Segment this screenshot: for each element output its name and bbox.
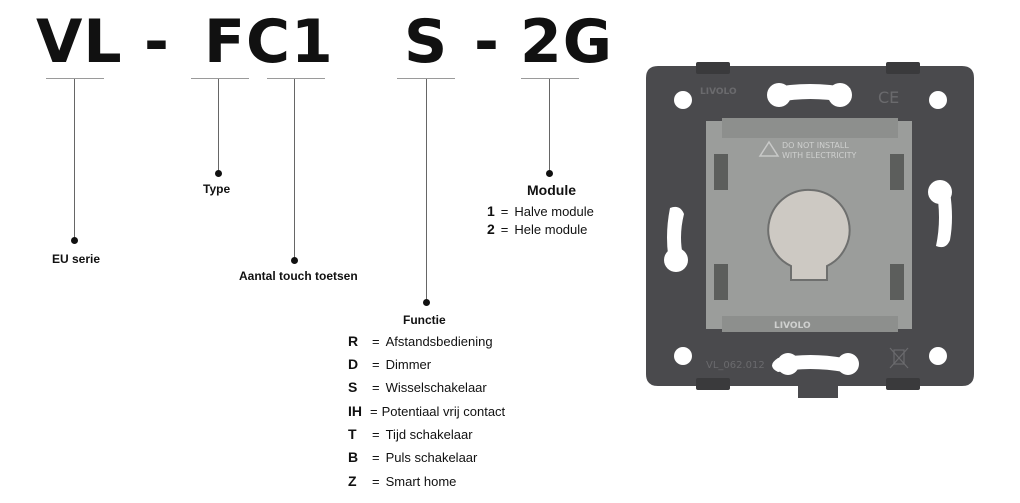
module-option-key: 1 [487,203,495,219]
latch-left-bottom [714,264,728,300]
latch-right-bottom [890,264,904,300]
function-option-value: Dimmer [385,356,432,372]
warning-line-2: WITH ELECTRICITY [782,151,857,160]
slot-top-hole-2 [828,83,852,107]
function-option-r: R = Afstandsbediening [348,332,493,350]
leader-dot-fc [215,170,222,177]
leader-fc [218,79,219,174]
code-segment-s: S [404,7,449,77]
leader-dot-vl [71,237,78,244]
function-option-value: Potentiaal vrij contact [381,403,506,419]
function-option-b: B = Puls schakelaar [348,448,477,466]
module-bottom-tab [722,316,898,332]
function-option-eq: = [372,473,380,489]
module-option-2: 2 = Hele module [487,220,587,238]
module-option-eq: = [500,203,509,219]
function-option-value: Smart home [385,473,457,489]
function-option-t: T = Tijd schakelaar [348,425,473,443]
function-option-key: S [348,379,358,395]
slot-top-hole-1 [767,83,791,107]
underline-fc [191,78,249,79]
underline-vl [46,78,104,79]
leader-vl [74,79,75,241]
underline-s [397,78,455,79]
slot-bottom-hole-1 [777,353,799,375]
code-dash-1: - [144,7,170,77]
code-segment-fc1: FC1 [204,7,334,77]
slot-right-hole [928,180,952,204]
module-option-key: 2 [487,221,495,237]
leader-2g [549,79,550,174]
model-text: VL_062.012 [706,360,765,371]
latch-right-top [890,154,904,190]
leader-dot-s [423,299,430,306]
module-option-1: 1 = Halve module [487,202,594,220]
label-touch-count: Aantal touch toetsen [239,269,358,283]
function-option-eq: = [372,426,380,442]
function-option-eq: = [372,449,380,465]
module-top-tab [722,118,898,138]
switch-module-image: LIVOLO CE DO NOT INSTALL WITH ELECTRICIT… [646,62,974,398]
brand-bottom-text: LIVOLO [774,321,811,331]
clip-top-right [886,62,920,74]
hole-bottom-left [674,347,692,365]
leader-dot-1 [291,257,298,264]
hole-top-left [674,91,692,109]
clip-bottom-right [886,378,920,390]
brand-top-text: LIVOLO [700,87,737,97]
function-option-eq: = [372,356,380,372]
slot-left-hole [664,248,688,272]
function-option-value: Tijd schakelaar [385,426,473,442]
warning-icon [758,140,780,157]
clip-bottom-left [696,378,730,390]
slot-bottom-hole-2 [837,353,859,375]
function-option-s: S = Wisselschakelaar [348,378,487,396]
warning-line-1: DO NOT INSTALL [782,141,849,150]
underline-1 [267,78,325,79]
function-option-eq: = [372,379,380,395]
code-segment-vl: VL [36,7,123,77]
latch-left-top [714,154,728,190]
function-option-key: Z [348,473,357,489]
module-option-value: Halve module [514,203,594,219]
hole-bottom-right [929,347,947,365]
clip-top-left [696,62,730,74]
function-option-z: Z = Smart home [348,472,456,490]
function-option-eq: = [370,403,378,419]
code-dash-2: - [474,7,500,77]
function-option-value: Afstandsbediening [385,333,493,349]
function-option-value: Wisselschakelaar [385,379,487,395]
function-option-eq: = [372,333,380,349]
module-option-eq: = [500,221,509,237]
module-option-value: Hele module [514,221,588,237]
underline-2g [521,78,579,79]
leader-dot-2g [546,170,553,177]
leader-1 [294,79,295,261]
function-option-key: B [348,449,359,465]
label-type: Type [203,182,231,196]
code-segment-2g: 2G [520,7,613,77]
ce-mark: CE [878,88,899,107]
function-option-key: IH [348,403,362,419]
function-option-key: D [348,356,359,372]
function-option-key: T [348,426,357,442]
label-functie: Functie [403,313,446,327]
function-option-key: R [348,333,359,349]
weee-icon [889,347,909,369]
touch-button [767,188,851,281]
hole-top-right [929,91,947,109]
function-option-value: Puls schakelaar [385,449,478,465]
function-option-d: D = Dimmer [348,355,431,373]
label-eu-serie: EU serie [52,252,101,266]
function-option-ih: IH = Potentiaal vrij contact [348,402,505,420]
leader-s [426,79,427,303]
label-module: Module [527,182,576,198]
